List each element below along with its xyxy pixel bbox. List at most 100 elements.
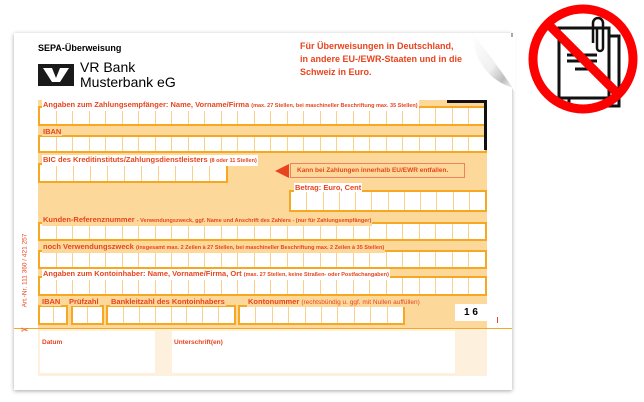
char-cell bbox=[105, 137, 122, 151]
account-number-input-row[interactable] bbox=[238, 305, 405, 325]
char-cell bbox=[418, 278, 436, 294]
amount-label: Betrag: Euro, Cent bbox=[294, 183, 363, 192]
char-cell bbox=[286, 278, 304, 294]
char-cell bbox=[451, 108, 469, 124]
char-cell bbox=[435, 137, 452, 151]
char-cell bbox=[435, 278, 452, 294]
char-cell bbox=[73, 307, 87, 323]
payee-label: Angaben zum Zahlungsempfänger: Name, Vor… bbox=[42, 100, 419, 111]
char-cell bbox=[237, 108, 254, 124]
char-cell bbox=[420, 192, 436, 210]
char-cell bbox=[121, 108, 139, 124]
char-cell bbox=[353, 307, 370, 323]
char-cell bbox=[286, 224, 304, 239]
char-cell bbox=[40, 137, 56, 151]
char-cell bbox=[369, 278, 386, 294]
char-cell bbox=[253, 278, 271, 294]
char-cell bbox=[138, 137, 155, 151]
char-cell bbox=[402, 108, 419, 124]
char-cell bbox=[336, 252, 353, 267]
bank-logo bbox=[38, 64, 74, 86]
char-cell bbox=[338, 192, 355, 210]
char-cell bbox=[171, 108, 188, 124]
char-cell bbox=[158, 165, 175, 181]
char-cell bbox=[303, 224, 320, 239]
char-cell bbox=[138, 307, 155, 323]
char-cell bbox=[141, 165, 158, 181]
char-cell bbox=[352, 137, 370, 151]
char-cell bbox=[87, 307, 102, 323]
char-cell bbox=[451, 137, 469, 151]
char-cell bbox=[270, 108, 287, 124]
char-cell bbox=[154, 307, 171, 323]
char-cell bbox=[154, 224, 172, 239]
char-cell bbox=[237, 278, 254, 294]
char-cell bbox=[402, 278, 419, 294]
char-cell bbox=[371, 192, 387, 210]
char-cell bbox=[204, 137, 221, 151]
char-cell bbox=[72, 108, 89, 124]
char-cell bbox=[451, 278, 469, 294]
char-cell bbox=[240, 307, 255, 323]
char-cell bbox=[418, 137, 436, 151]
date-field[interactable]: Datum bbox=[40, 331, 155, 373]
char-cell bbox=[88, 224, 106, 239]
char-cell bbox=[402, 252, 419, 267]
char-cell bbox=[352, 224, 370, 239]
char-cell bbox=[187, 108, 205, 124]
char-cell bbox=[138, 108, 155, 124]
char-cell bbox=[138, 278, 155, 294]
bic-label: BIC des Kreditinstituts/Zahlungsdienstle… bbox=[42, 155, 258, 166]
page-curl bbox=[470, 33, 515, 92]
char-cell bbox=[40, 165, 56, 181]
char-cell bbox=[253, 137, 271, 151]
char-cell bbox=[108, 307, 123, 323]
char-cell bbox=[55, 108, 73, 124]
iban-label: IBAN bbox=[42, 127, 63, 136]
char-cell bbox=[187, 252, 205, 267]
char-cell bbox=[270, 224, 287, 239]
char-cell bbox=[322, 192, 339, 210]
char-cell bbox=[385, 137, 403, 151]
char-cell bbox=[336, 224, 353, 239]
char-cell bbox=[319, 137, 337, 151]
char-cell bbox=[170, 307, 187, 323]
check-digits-input-row[interactable] bbox=[71, 305, 104, 325]
bank-code-label: Bankleitzahl des Kontoinhabers bbox=[110, 297, 226, 306]
char-cell bbox=[270, 137, 287, 151]
char-cell bbox=[435, 252, 452, 267]
char-cell bbox=[73, 165, 90, 181]
char-cell bbox=[204, 278, 221, 294]
char-cell bbox=[352, 278, 370, 294]
char-cell bbox=[121, 224, 139, 239]
article-number: Art.-Nr. 111 360 / 421 257 bbox=[21, 233, 29, 308]
char-cell bbox=[253, 108, 271, 124]
char-cell bbox=[55, 137, 73, 151]
char-cell bbox=[171, 278, 188, 294]
form-title: SEPA-Überweisung bbox=[38, 43, 122, 53]
char-cell bbox=[418, 252, 436, 267]
signature-field[interactable]: Unterschrift(en) bbox=[172, 331, 455, 373]
char-cell bbox=[336, 278, 353, 294]
char-cell bbox=[171, 252, 188, 267]
char-cell bbox=[154, 137, 172, 151]
char-cell bbox=[286, 137, 304, 151]
char-cell bbox=[435, 108, 452, 124]
bank-code-input-row[interactable] bbox=[106, 305, 236, 325]
amount-input-row[interactable] bbox=[289, 190, 487, 212]
char-cell bbox=[435, 224, 452, 239]
char-cell bbox=[220, 108, 238, 124]
no-paper-forms-icon bbox=[528, 4, 638, 114]
char-cell bbox=[468, 108, 485, 124]
char-cell bbox=[303, 137, 320, 151]
char-cell bbox=[72, 137, 89, 151]
char-cell bbox=[52, 307, 67, 323]
char-cell bbox=[451, 252, 469, 267]
bic-input-row[interactable] bbox=[38, 163, 228, 183]
code-box bbox=[447, 100, 487, 150]
iban-input-row[interactable] bbox=[38, 135, 487, 153]
holder-iban-input-row[interactable] bbox=[38, 305, 68, 325]
char-cell bbox=[40, 224, 56, 239]
char-cell bbox=[72, 252, 89, 267]
char-cell bbox=[319, 108, 337, 124]
